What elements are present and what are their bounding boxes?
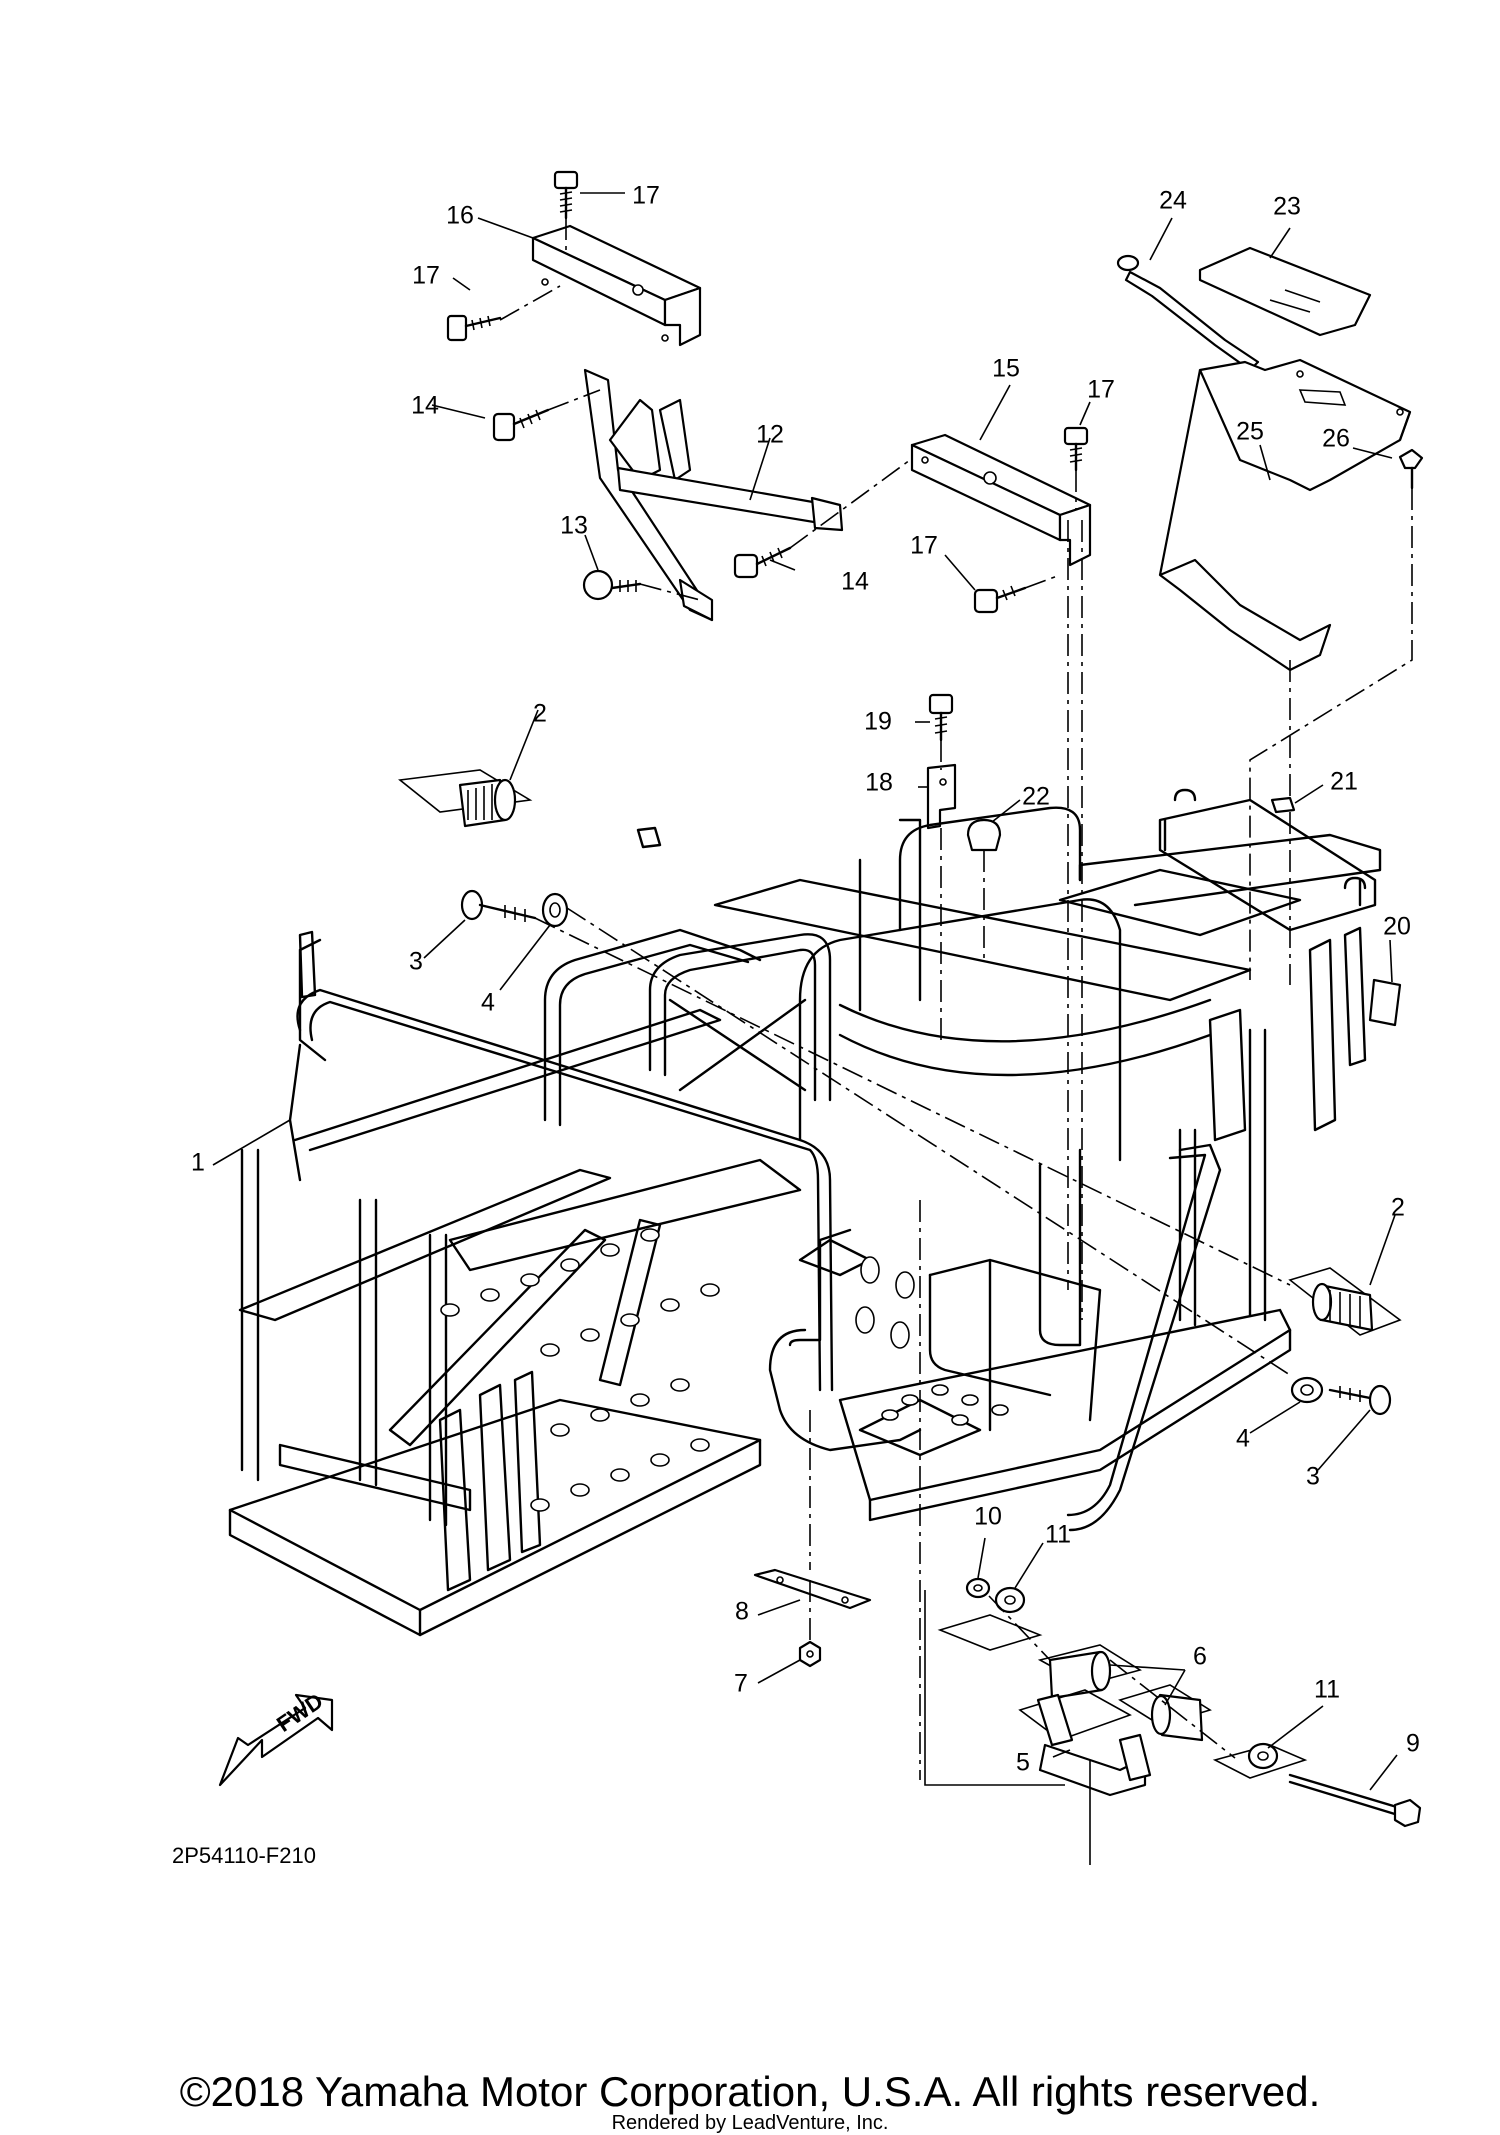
part-3-bolt-a bbox=[460, 889, 537, 922]
callout-3: 3 bbox=[1306, 1462, 1320, 1491]
callout-11: 11 bbox=[1045, 1520, 1071, 1549]
part-17-bolt-b bbox=[446, 314, 502, 342]
callout-16: 16 bbox=[446, 201, 474, 230]
part-6-bushing-a bbox=[1037, 1644, 1142, 1700]
callout-17: 17 bbox=[1087, 375, 1115, 404]
callout-4: 4 bbox=[1236, 1424, 1250, 1453]
part-23-bag bbox=[1198, 246, 1372, 337]
part-13-bolt bbox=[582, 569, 642, 601]
callout-2: 2 bbox=[1391, 1193, 1405, 1222]
part-19-bolt bbox=[928, 693, 954, 742]
part-3-bolt-b bbox=[1328, 1384, 1392, 1416]
callout-21: 21 bbox=[1330, 767, 1358, 796]
callout-8: 8 bbox=[735, 1597, 749, 1626]
callout-5: 5 bbox=[1016, 1748, 1030, 1777]
copyright-notice: ©2018 Yamaha Motor Corporation, U.S.A. A… bbox=[179, 2068, 1321, 2115]
part-1-main-frame bbox=[228, 788, 1382, 1637]
callout-9: 9 bbox=[1406, 1729, 1420, 1758]
callout-15: 15 bbox=[992, 354, 1020, 383]
callout-11: 11 bbox=[1314, 1675, 1340, 1704]
part-11-collar-a bbox=[937, 1586, 1043, 1651]
part-8-plate bbox=[753, 1568, 872, 1610]
callout-10: 10 bbox=[974, 1502, 1002, 1531]
callout-19: 19 bbox=[864, 707, 892, 736]
part-16-bracket bbox=[531, 224, 702, 347]
part-22-cap bbox=[966, 818, 1002, 852]
part-2-bushing-a bbox=[398, 769, 533, 828]
callout-22: 22 bbox=[1022, 782, 1050, 811]
diagram-code: 2P54110-F210 bbox=[172, 1843, 316, 1868]
part-15-bracket bbox=[910, 433, 1092, 567]
callout-18: 18 bbox=[865, 768, 893, 797]
callout-1: 1 bbox=[191, 1148, 205, 1177]
part-9-long-bolt bbox=[1288, 1773, 1422, 1828]
part-21-label bbox=[1270, 796, 1296, 814]
part-20-label bbox=[1368, 978, 1402, 1027]
callout-17: 17 bbox=[412, 261, 440, 290]
callout-17: 17 bbox=[910, 531, 938, 560]
part-17-bolt-a bbox=[553, 170, 579, 220]
part-25-plate bbox=[1158, 358, 1412, 672]
callout-20: 20 bbox=[1383, 912, 1411, 941]
part-2-bushing-b bbox=[1288, 1267, 1402, 1336]
callout-25: 25 bbox=[1236, 417, 1264, 446]
fwd-arrow-icon bbox=[218, 1693, 334, 1787]
part-14-bolt-b bbox=[733, 546, 792, 579]
floor-holes bbox=[440, 1228, 1009, 1512]
callout-26: 26 bbox=[1322, 424, 1350, 453]
part-4-collar-a bbox=[541, 892, 569, 928]
part-26-clip bbox=[1398, 448, 1424, 490]
part-12-mount bbox=[583, 368, 844, 622]
part-4-collar-b bbox=[1290, 1376, 1324, 1404]
rendered-by-notice: Rendered by LeadVenture, Inc. bbox=[611, 2112, 889, 2134]
callout-14: 14 bbox=[841, 567, 869, 596]
part-10-washer bbox=[965, 1577, 991, 1599]
callout-14: 14 bbox=[411, 391, 439, 420]
callout-13: 13 bbox=[560, 511, 588, 540]
part-17-bolt-d bbox=[973, 585, 1027, 614]
callout-17: 17 bbox=[632, 181, 660, 210]
part-5-hinge bbox=[1018, 1689, 1152, 1797]
leader-lines bbox=[212, 192, 1413, 1865]
callout-4: 4 bbox=[481, 988, 495, 1017]
part-6-bushing-b bbox=[1118, 1684, 1212, 1742]
part-14-bolt-a bbox=[492, 408, 550, 442]
callout-2: 2 bbox=[533, 699, 547, 728]
part-7-nut bbox=[798, 1640, 822, 1668]
callout-7: 7 bbox=[734, 1669, 748, 1698]
part-11-collar-b bbox=[1212, 1742, 1308, 1779]
callout-6: 6 bbox=[1193, 1642, 1207, 1671]
callout-24: 24 bbox=[1159, 186, 1187, 215]
part-18-bracket bbox=[926, 763, 957, 830]
callout-12: 12 bbox=[756, 420, 784, 449]
part-17-bolt-c bbox=[1063, 426, 1089, 472]
callout-3: 3 bbox=[409, 947, 423, 976]
callout-23: 23 bbox=[1273, 192, 1301, 221]
